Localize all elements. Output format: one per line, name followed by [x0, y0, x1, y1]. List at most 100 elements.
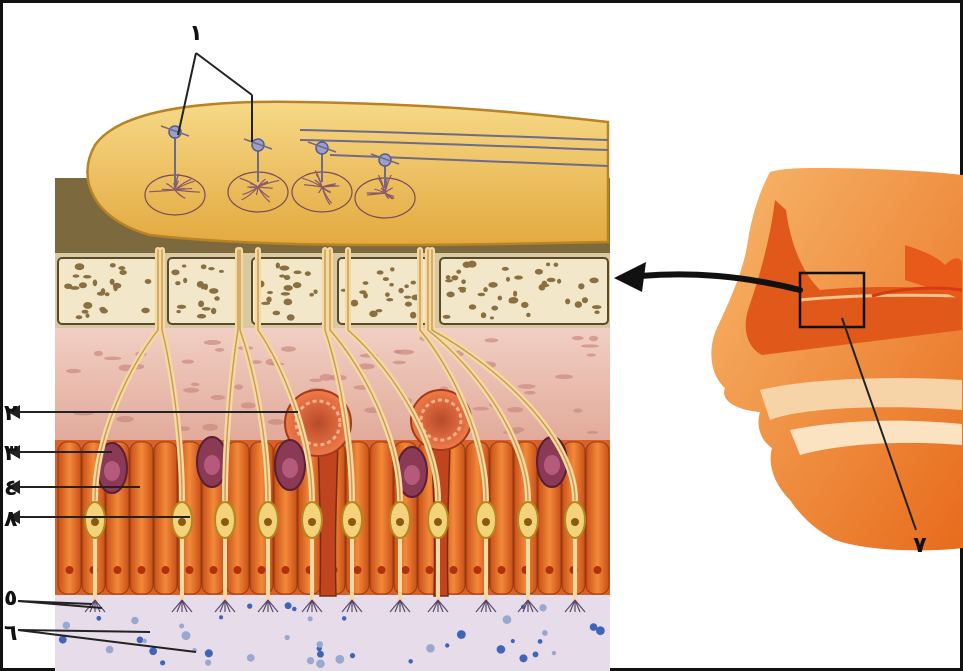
lamina-cell	[281, 346, 296, 352]
lamina-cell	[473, 407, 489, 411]
bone-pore	[456, 270, 461, 274]
receptor-nucleus	[178, 518, 186, 526]
lamina-cell	[320, 374, 334, 381]
mucus-particle	[350, 653, 355, 658]
bone-pore	[546, 263, 550, 267]
supporting-cell-nucleus	[402, 566, 410, 574]
bone-pore	[273, 311, 281, 316]
bone-pore	[488, 282, 497, 288]
bone-pore	[279, 274, 285, 277]
lamina-cell	[204, 340, 221, 345]
basal-cell-nucleus	[104, 461, 120, 481]
receptor-nucleus	[308, 518, 316, 526]
label-3: ٣	[4, 441, 18, 466]
glomerulus-fiber	[162, 189, 175, 190]
bone-pore	[502, 267, 509, 271]
bone-pore	[83, 302, 92, 309]
bone-pore	[405, 302, 412, 307]
mucus-particle	[205, 660, 211, 666]
mucus-particle	[316, 641, 323, 648]
bone-pore	[105, 292, 110, 296]
mucus-particle	[160, 660, 165, 665]
mucus-particle	[539, 604, 546, 611]
glomerulus-fiber	[250, 187, 258, 188]
bone-pore	[478, 293, 486, 296]
bone-pore	[458, 287, 467, 290]
basal-cell-nucleus	[404, 465, 420, 485]
bone-pore	[445, 279, 453, 282]
lamina-cell	[202, 424, 218, 431]
bone-pore	[93, 280, 97, 287]
bone-pore	[198, 301, 204, 308]
lamina-cell	[393, 361, 406, 365]
mucus-particle	[497, 645, 506, 654]
bone-pore	[594, 310, 599, 314]
mucus-particle	[131, 617, 138, 624]
supporting-cell-nucleus	[234, 566, 242, 574]
mucus-particle	[596, 626, 605, 635]
bone-pore	[267, 291, 273, 294]
mucus-particle	[316, 659, 325, 668]
bone-pore	[79, 282, 87, 288]
lamina-cell	[234, 384, 243, 389]
bone-pore	[113, 284, 118, 291]
lamina-cell	[572, 336, 584, 340]
receptor-nucleus	[571, 518, 579, 526]
mucus-particle	[307, 657, 314, 664]
bone-pore	[461, 279, 466, 284]
bone-pore	[398, 288, 403, 294]
bone-pore	[141, 308, 149, 314]
supporting-cell-nucleus	[546, 566, 554, 574]
bone-pore	[283, 299, 292, 306]
mucus-particle	[219, 615, 223, 619]
lamina-cell	[191, 383, 200, 386]
bone-pore	[509, 300, 518, 303]
lamina-cell	[586, 354, 595, 357]
bone-pore	[469, 304, 476, 309]
bone-pore	[490, 316, 494, 319]
receptor-nucleus	[91, 518, 99, 526]
label-8: ٨	[4, 507, 18, 532]
lamina-cell	[104, 357, 122, 361]
bone-pore	[197, 314, 206, 319]
lamina-cell	[211, 395, 226, 400]
lamina-cell	[183, 388, 199, 393]
bone-pore	[183, 278, 187, 283]
bone-pore	[279, 265, 289, 270]
mucus-particle	[533, 651, 539, 657]
bone-pore	[554, 263, 559, 267]
bone-pore	[283, 285, 292, 291]
bone-pore	[214, 296, 220, 300]
bone-pore	[73, 274, 80, 277]
bone-pore	[557, 279, 561, 284]
bone-pore	[201, 264, 207, 269]
bone-pore	[359, 290, 366, 294]
mucus-particle	[149, 647, 157, 655]
mucus-particle	[137, 637, 144, 644]
supporting-cell-nucleus	[138, 566, 146, 574]
bone-pore	[182, 264, 186, 267]
bone-pore	[85, 313, 89, 317]
bone-pore	[446, 292, 454, 298]
mucus-particle	[142, 639, 147, 644]
lamina-cell	[393, 350, 401, 354]
mucus-particle	[511, 639, 515, 643]
bone-pore	[565, 298, 570, 304]
lamina-cell	[268, 419, 285, 425]
bone-pore	[100, 309, 108, 314]
supporting-cell-nucleus	[162, 566, 170, 574]
lamina-cell	[116, 416, 134, 422]
bone-pore	[294, 270, 302, 274]
bone-pore	[119, 270, 126, 275]
lamina-cell	[94, 351, 103, 356]
bone-pore	[385, 292, 390, 297]
mucus-particle	[538, 639, 543, 644]
lamina-cell	[581, 344, 599, 347]
olfactory-bulb	[87, 102, 608, 245]
receptor-nucleus	[221, 518, 229, 526]
bone-pore	[75, 263, 85, 270]
lamina-cell	[66, 369, 81, 373]
mucus-particle	[426, 644, 435, 653]
supporting-cell-nucleus	[186, 566, 194, 574]
